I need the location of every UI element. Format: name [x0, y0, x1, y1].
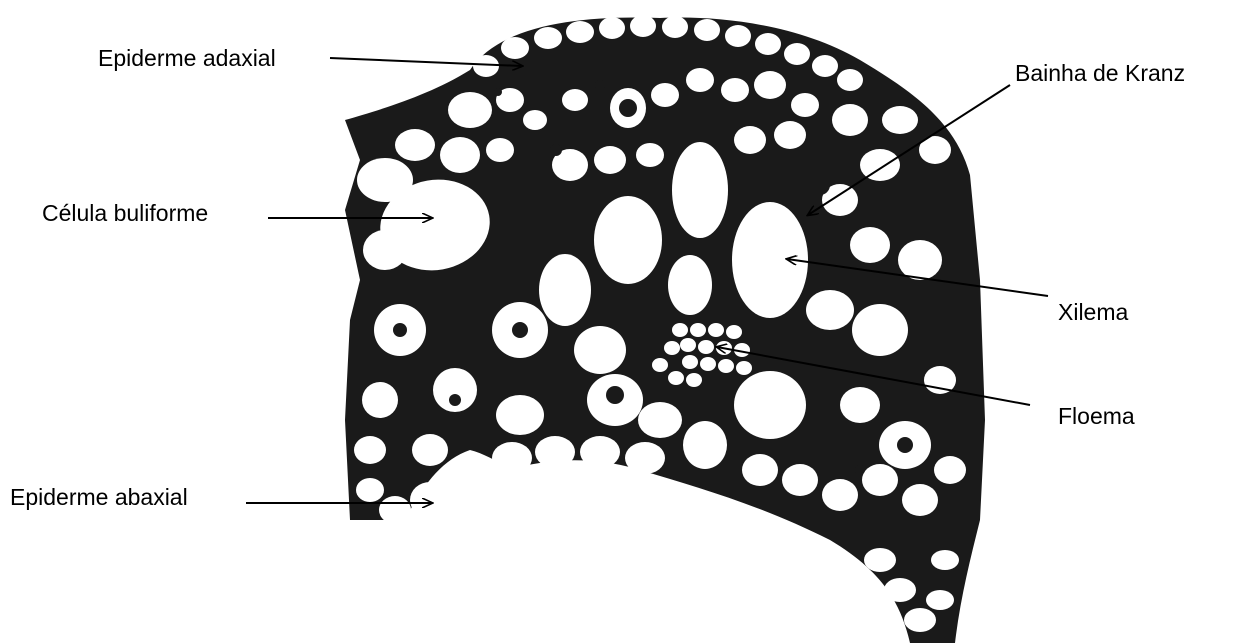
cell — [822, 479, 858, 511]
cell — [356, 478, 384, 502]
cell — [708, 323, 724, 337]
cell — [535, 436, 575, 468]
cell — [492, 442, 532, 474]
label-epiderme-abaxial: Epiderme abaxial — [10, 484, 188, 510]
cell — [926, 590, 954, 610]
cell — [662, 16, 688, 38]
cell — [846, 588, 874, 612]
cell — [725, 25, 751, 47]
label-epiderme-adaxial: Epiderme adaxial — [98, 45, 276, 71]
cell — [884, 578, 916, 602]
cell — [668, 255, 712, 315]
cell — [683, 421, 727, 469]
cell — [784, 43, 810, 65]
cell — [652, 358, 668, 372]
cell — [395, 129, 435, 161]
cell — [450, 454, 490, 486]
cell — [682, 355, 698, 369]
cell — [862, 464, 898, 496]
cell — [852, 304, 908, 356]
cell — [594, 146, 626, 174]
cell — [864, 548, 896, 572]
cell — [379, 496, 411, 524]
cell — [736, 361, 752, 375]
cell — [448, 92, 492, 128]
cell — [837, 69, 863, 91]
cell — [934, 456, 966, 484]
cell — [562, 89, 588, 111]
cell — [806, 290, 854, 330]
cell — [440, 137, 480, 173]
cell — [410, 482, 450, 518]
cell — [672, 323, 688, 337]
cell — [742, 454, 778, 486]
cell — [700, 357, 716, 371]
cell — [412, 434, 448, 466]
cell — [690, 323, 706, 337]
cell — [539, 254, 591, 326]
cell — [774, 121, 806, 149]
cell — [354, 436, 386, 464]
label-celula-buliforme: Célula buliforme — [42, 200, 208, 226]
cell — [473, 55, 499, 77]
cell — [672, 142, 728, 238]
cell — [754, 71, 786, 99]
cell — [698, 340, 714, 354]
cell — [580, 436, 620, 468]
cell — [755, 33, 781, 55]
cell — [523, 110, 547, 130]
cell — [534, 27, 562, 49]
cell — [931, 550, 959, 570]
leaf-tissue-drawing — [345, 15, 985, 643]
cell — [782, 464, 818, 496]
cell — [496, 395, 544, 435]
label-floema: Floema — [1058, 403, 1135, 429]
cell — [734, 371, 806, 439]
cell — [686, 373, 702, 387]
cell — [625, 442, 665, 474]
cell — [721, 78, 749, 102]
label-bainha-de-kranz: Bainha de Kranz — [1015, 60, 1185, 86]
cell — [668, 371, 684, 385]
cell — [357, 158, 413, 202]
cell — [574, 326, 626, 374]
cell — [726, 325, 742, 339]
cell — [902, 484, 938, 516]
cell — [362, 382, 398, 418]
cell — [638, 402, 682, 438]
cell — [850, 227, 890, 263]
cell — [832, 104, 868, 136]
cell — [566, 21, 594, 43]
cell — [694, 19, 720, 41]
cell — [791, 93, 819, 117]
cell — [630, 15, 656, 37]
cell — [664, 341, 680, 355]
cell — [486, 138, 514, 162]
cell — [599, 17, 625, 39]
cell — [860, 149, 900, 181]
cell — [812, 55, 838, 77]
cell — [898, 240, 942, 280]
cell — [840, 387, 880, 423]
label-xilema: Xilema — [1058, 299, 1129, 325]
cell — [680, 338, 696, 352]
cell — [686, 68, 714, 92]
cell — [904, 608, 936, 632]
cell — [501, 37, 529, 59]
cell — [882, 106, 918, 134]
cell — [651, 83, 679, 107]
cell — [636, 143, 664, 167]
cell — [594, 196, 662, 284]
cell — [363, 230, 407, 270]
cell — [734, 126, 766, 154]
cell — [718, 359, 734, 373]
